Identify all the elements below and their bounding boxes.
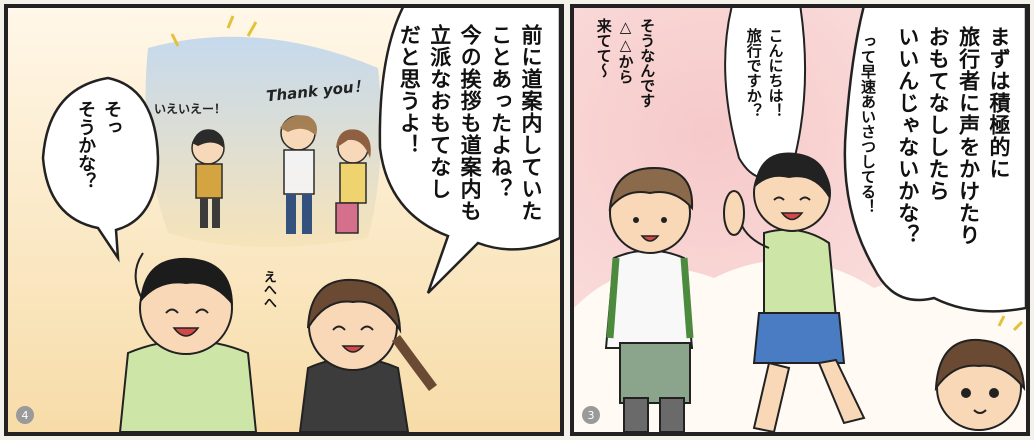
main-speech-text: 前に道案内していた ことあったよね？ 今の挨拶も道案内も 立派なおもてなし だと… [397, 24, 543, 222]
panel-4-art [8, 8, 560, 432]
boy-speech-bubble [41, 76, 160, 263]
panel-number-3: 3 [582, 406, 600, 424]
laugh-sfx-text: えへへ [260, 270, 276, 309]
laughing-girl-figure [298, 278, 438, 432]
panel-4: 前に道案内していた ことあったよね？ 今の挨拶も道案内も 立派なおもてなし だと… [4, 4, 564, 436]
peeking-girl-figure [934, 315, 1026, 431]
boy-speech-text: そっ そうかな？ [75, 100, 123, 190]
girl-aside-text: って早速あいさつしてる！ [859, 34, 877, 214]
boy-greeting-text: こんにちは！ 旅行ですか？ [744, 28, 785, 118]
girl-speech-text: まずは積極的に 旅行者に声をかけたり おもてなししたら いいんじゃないかな？ [895, 26, 1011, 246]
laughing-boy-figure [118, 252, 258, 432]
tourist-reply-text: そうなんです △△から 来てて〜 [594, 18, 657, 108]
tourist-figure [604, 166, 694, 432]
main-speech-bubble [378, 8, 560, 294]
panel-number-4: 4 [16, 406, 34, 424]
greeting-boy-figure [723, 152, 866, 432]
panel-3-art [574, 8, 1026, 432]
girl-speech-bubble [843, 8, 1026, 313]
flashback-reply-text: いえいえー！ [154, 102, 227, 116]
flashback-scene [191, 115, 371, 234]
panel-3: まずは積極的に 旅行者に声をかけたり おもてなししたら いいんじゃないかな？ っ… [570, 4, 1030, 436]
